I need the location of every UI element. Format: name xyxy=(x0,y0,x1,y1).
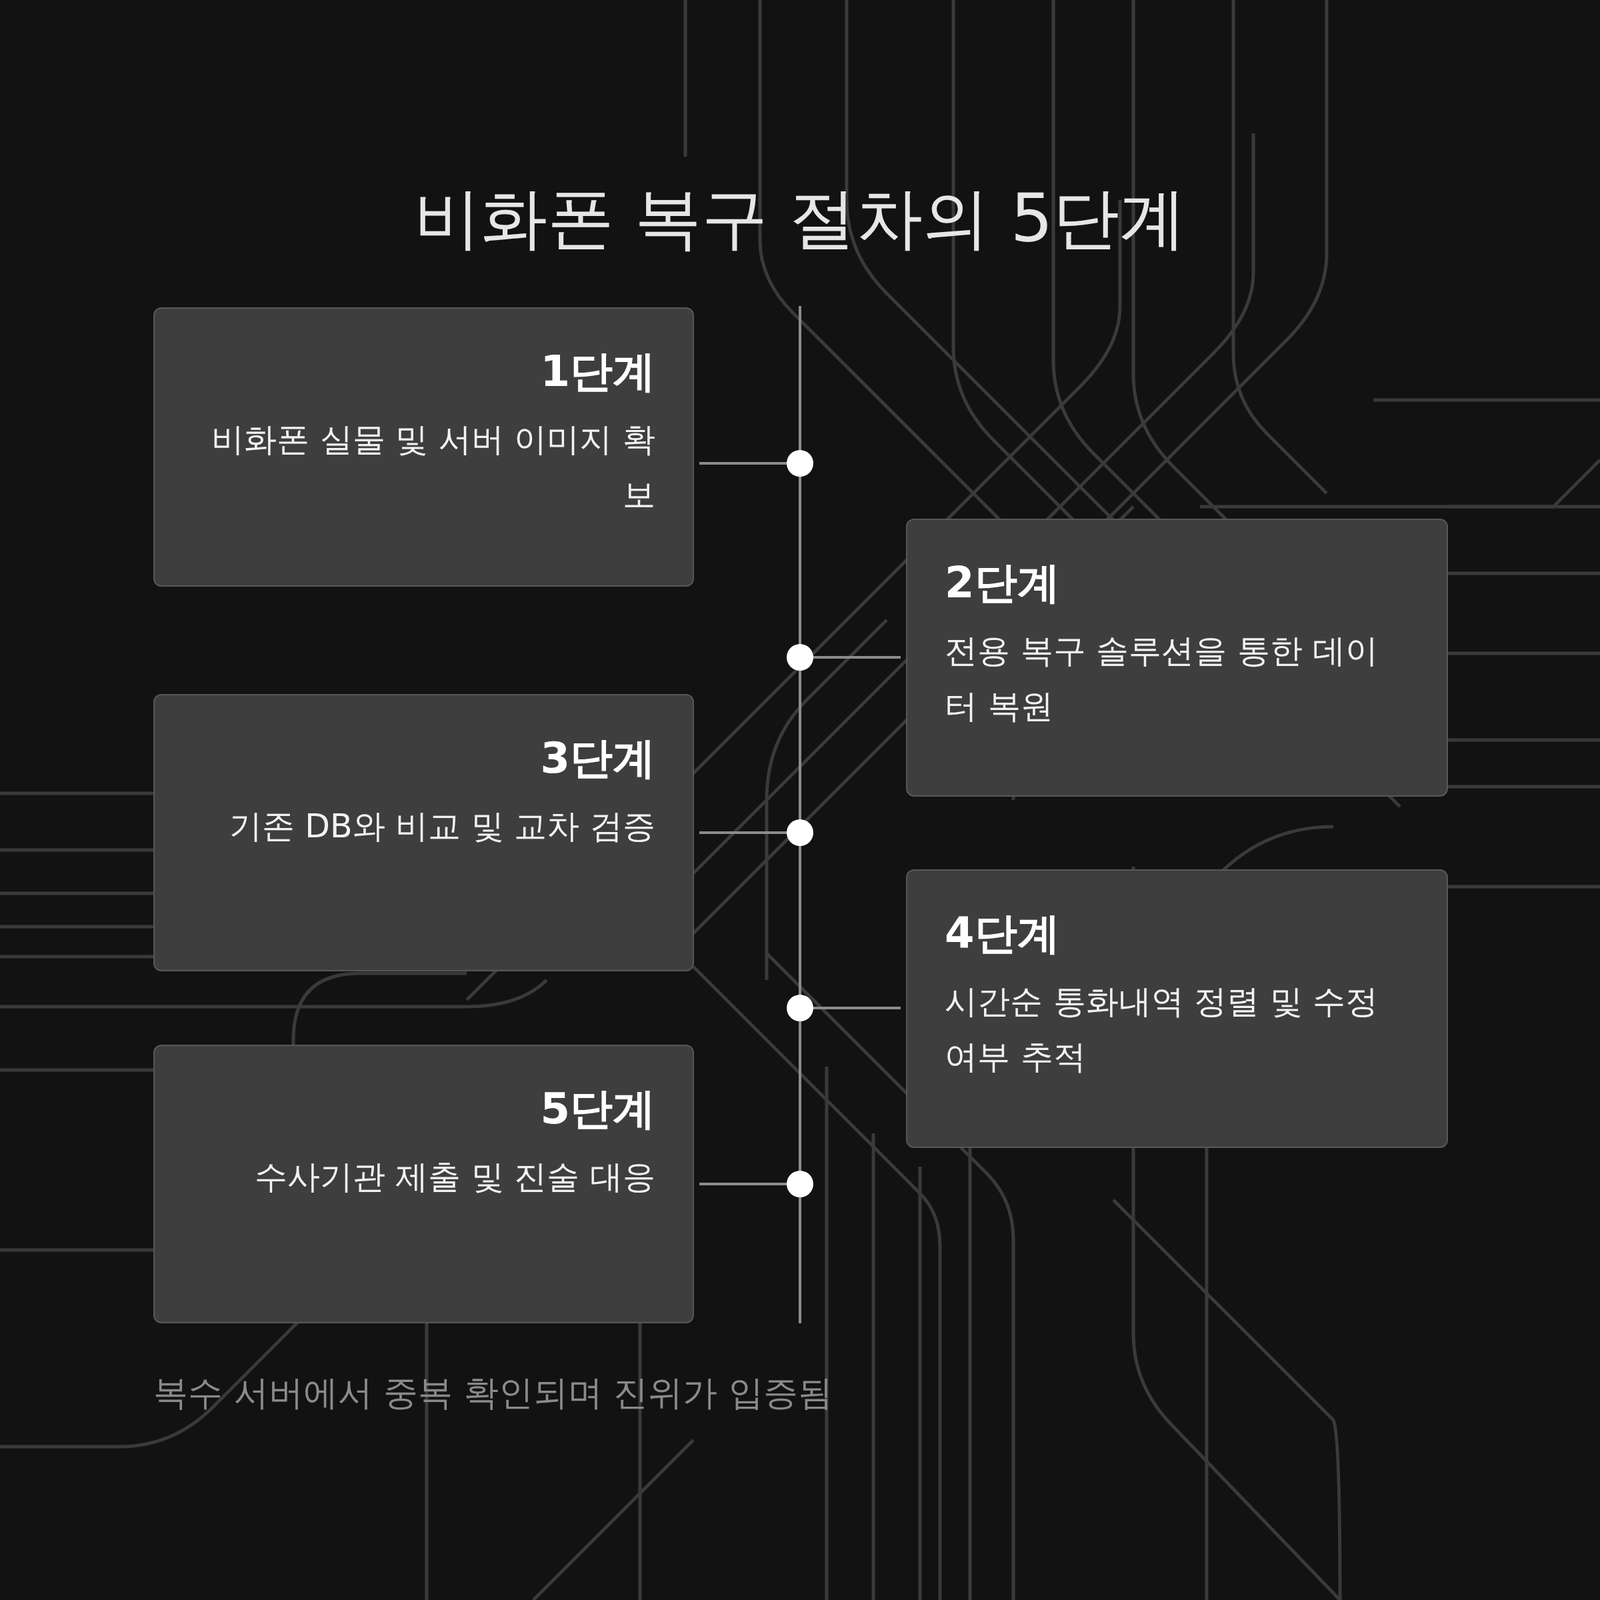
leader-line xyxy=(699,462,800,465)
timeline-dot xyxy=(786,450,814,477)
step-box: 3단계기존 DB와 비교 및 교차 검증 xyxy=(153,694,694,972)
step-number: 5단계 xyxy=(192,1083,656,1135)
circuit-line xyxy=(1448,572,1600,576)
circuit-line xyxy=(425,1323,429,1600)
circuit-line xyxy=(1448,785,1600,789)
circuit-line xyxy=(1448,652,1600,656)
step-box: 2단계전용 복구 솔루션을 통한 데이터 복원 xyxy=(906,518,1448,797)
step-description: 비화폰 실물 및 서버 이미지 확보 xyxy=(192,412,656,524)
circuit-line xyxy=(1373,398,1600,402)
step-number: 2단계 xyxy=(944,557,1410,609)
circuit-line xyxy=(0,848,154,852)
circuit-line xyxy=(0,1248,154,1252)
timeline-dot xyxy=(786,644,814,671)
step-number: 3단계 xyxy=(192,732,656,784)
timeline-dot xyxy=(786,819,814,846)
step-box: 1단계비화폰 실물 및 서버 이미지 확보 xyxy=(153,307,694,587)
circuit-line xyxy=(825,1066,829,1600)
circuit-line xyxy=(0,1068,154,1072)
leader-line xyxy=(800,1006,901,1010)
leader-line xyxy=(800,656,901,659)
circuit-line xyxy=(1113,1200,1340,1600)
step-number: 4단계 xyxy=(944,908,1410,960)
circuit-line xyxy=(0,892,154,896)
circuit-line xyxy=(0,925,154,929)
circuit-line xyxy=(1133,0,1267,560)
circuit-line xyxy=(918,1166,922,1600)
circuit-line xyxy=(693,966,940,1600)
caption: 복수 서버에서 중복 확인되며 진위가 입증됨 xyxy=(153,1372,833,1414)
circuit-line xyxy=(766,620,887,980)
circuit-line xyxy=(638,1323,642,1600)
circuit-line xyxy=(0,792,154,796)
leader-line xyxy=(699,831,800,834)
step-box: 4단계시간순 통화내역 정렬 및 수정 여부 추적 xyxy=(906,869,1448,1148)
title: 비화폰 복구 절차의 5단계 xyxy=(0,178,1600,259)
circuit-line xyxy=(872,1133,876,1600)
circuit-line xyxy=(1200,460,1600,507)
circuit-line xyxy=(1233,0,1327,494)
step-description: 수사기관 제출 및 진술 대응 xyxy=(192,1149,656,1205)
circuit-line xyxy=(533,1440,694,1600)
circuit-line xyxy=(684,0,688,157)
timeline-dot xyxy=(786,1170,814,1198)
circuit-line xyxy=(1448,738,1600,742)
leader-line xyxy=(699,1182,800,1186)
circuit-line xyxy=(0,980,547,1007)
step-description: 전용 복구 솔루션을 통한 데이터 복원 xyxy=(944,623,1410,735)
step-description: 기존 DB와 비교 및 교차 검증 xyxy=(192,798,656,854)
circuit-line xyxy=(0,955,154,959)
timeline-dot xyxy=(786,994,814,1022)
step-box: 5단계수사기관 제출 및 진술 대응 xyxy=(153,1044,694,1324)
step-number: 1단계 xyxy=(192,346,656,398)
step-description: 시간순 통화내역 정렬 및 수정 여부 추적 xyxy=(944,974,1410,1086)
